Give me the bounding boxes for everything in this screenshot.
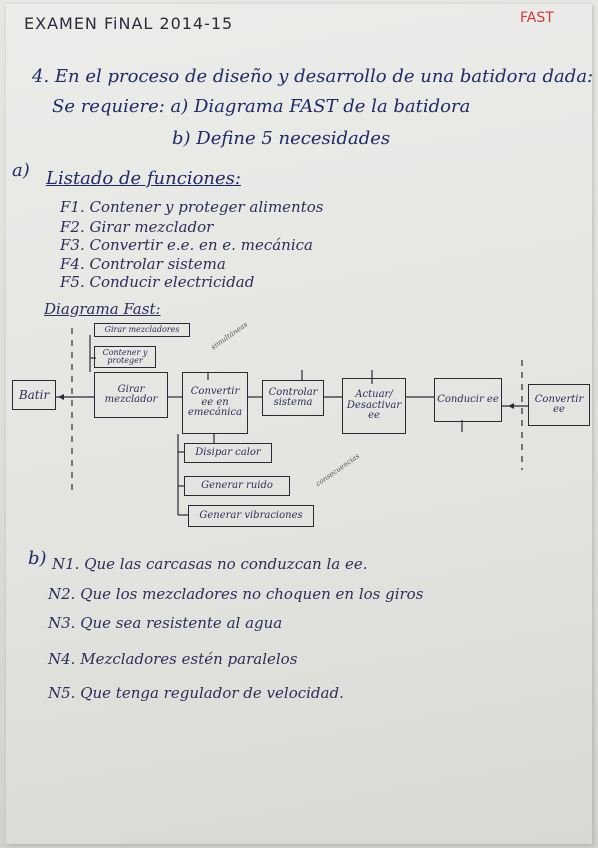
fast-box-girar-mezclador: Girar mezclador — [94, 372, 168, 418]
functions-heading: Listado de funciones: — [46, 168, 241, 189]
part-a-label: a) — [12, 160, 30, 181]
need-item: N1. Que las carcasas no conduzcan la ee. — [52, 555, 368, 573]
function-item: F5. Conducir electricidad — [60, 273, 255, 291]
function-item: F4. Controlar sistema — [60, 255, 226, 273]
fast-box-vibraciones: Generar vibraciones — [188, 505, 314, 527]
question-line-1: 4. En el proceso de diseño y desarrollo … — [32, 66, 594, 87]
fast-box-disipar: Disipar calor — [184, 443, 272, 463]
function-item: F3. Convertir e.e. en e. mecánica — [60, 236, 313, 254]
question-line-2: Se requiere: a) Diagrama FAST de la bati… — [52, 96, 471, 117]
function-item: F2. Girar mezclador — [60, 218, 214, 236]
fast-box-girar-mezcladores: Girar mezcladores — [94, 323, 190, 337]
diagram-title: Diagrama Fast: — [44, 300, 161, 318]
paper-sheet — [6, 4, 592, 844]
exam-title: EXAMEN FiNAL 2014-15 — [24, 14, 234, 33]
fast-box-conducir: Conducir ee — [434, 378, 502, 422]
part-b-label: b) — [28, 548, 47, 569]
need-item: N4. Mezcladores estén paralelos — [48, 650, 298, 668]
fast-tag: FAST — [520, 10, 554, 26]
fast-box-controlar: Controlar sistema — [262, 380, 324, 416]
fast-box-actuar: Actuar/ Desactivar ee — [342, 378, 406, 434]
fast-box-convertir-ee: Convertir ee — [528, 384, 590, 426]
need-item: N5. Que tenga regulador de velocidad. — [48, 684, 344, 702]
need-item: N3. Que sea resistente al agua — [48, 614, 283, 632]
function-item: F1. Contener y proteger alimentos — [60, 198, 324, 216]
fast-box-contener: Contener y proteger — [94, 346, 156, 368]
fast-box-batir: Batir — [12, 380, 56, 410]
fast-box-convertir: Convertir ee en emecánica — [182, 372, 248, 434]
fast-box-ruido: Generar ruido — [184, 476, 290, 496]
need-item: N2. Que los mezcladores no choquen en lo… — [48, 585, 424, 603]
question-line-3: b) Define 5 necesidades — [172, 128, 391, 149]
